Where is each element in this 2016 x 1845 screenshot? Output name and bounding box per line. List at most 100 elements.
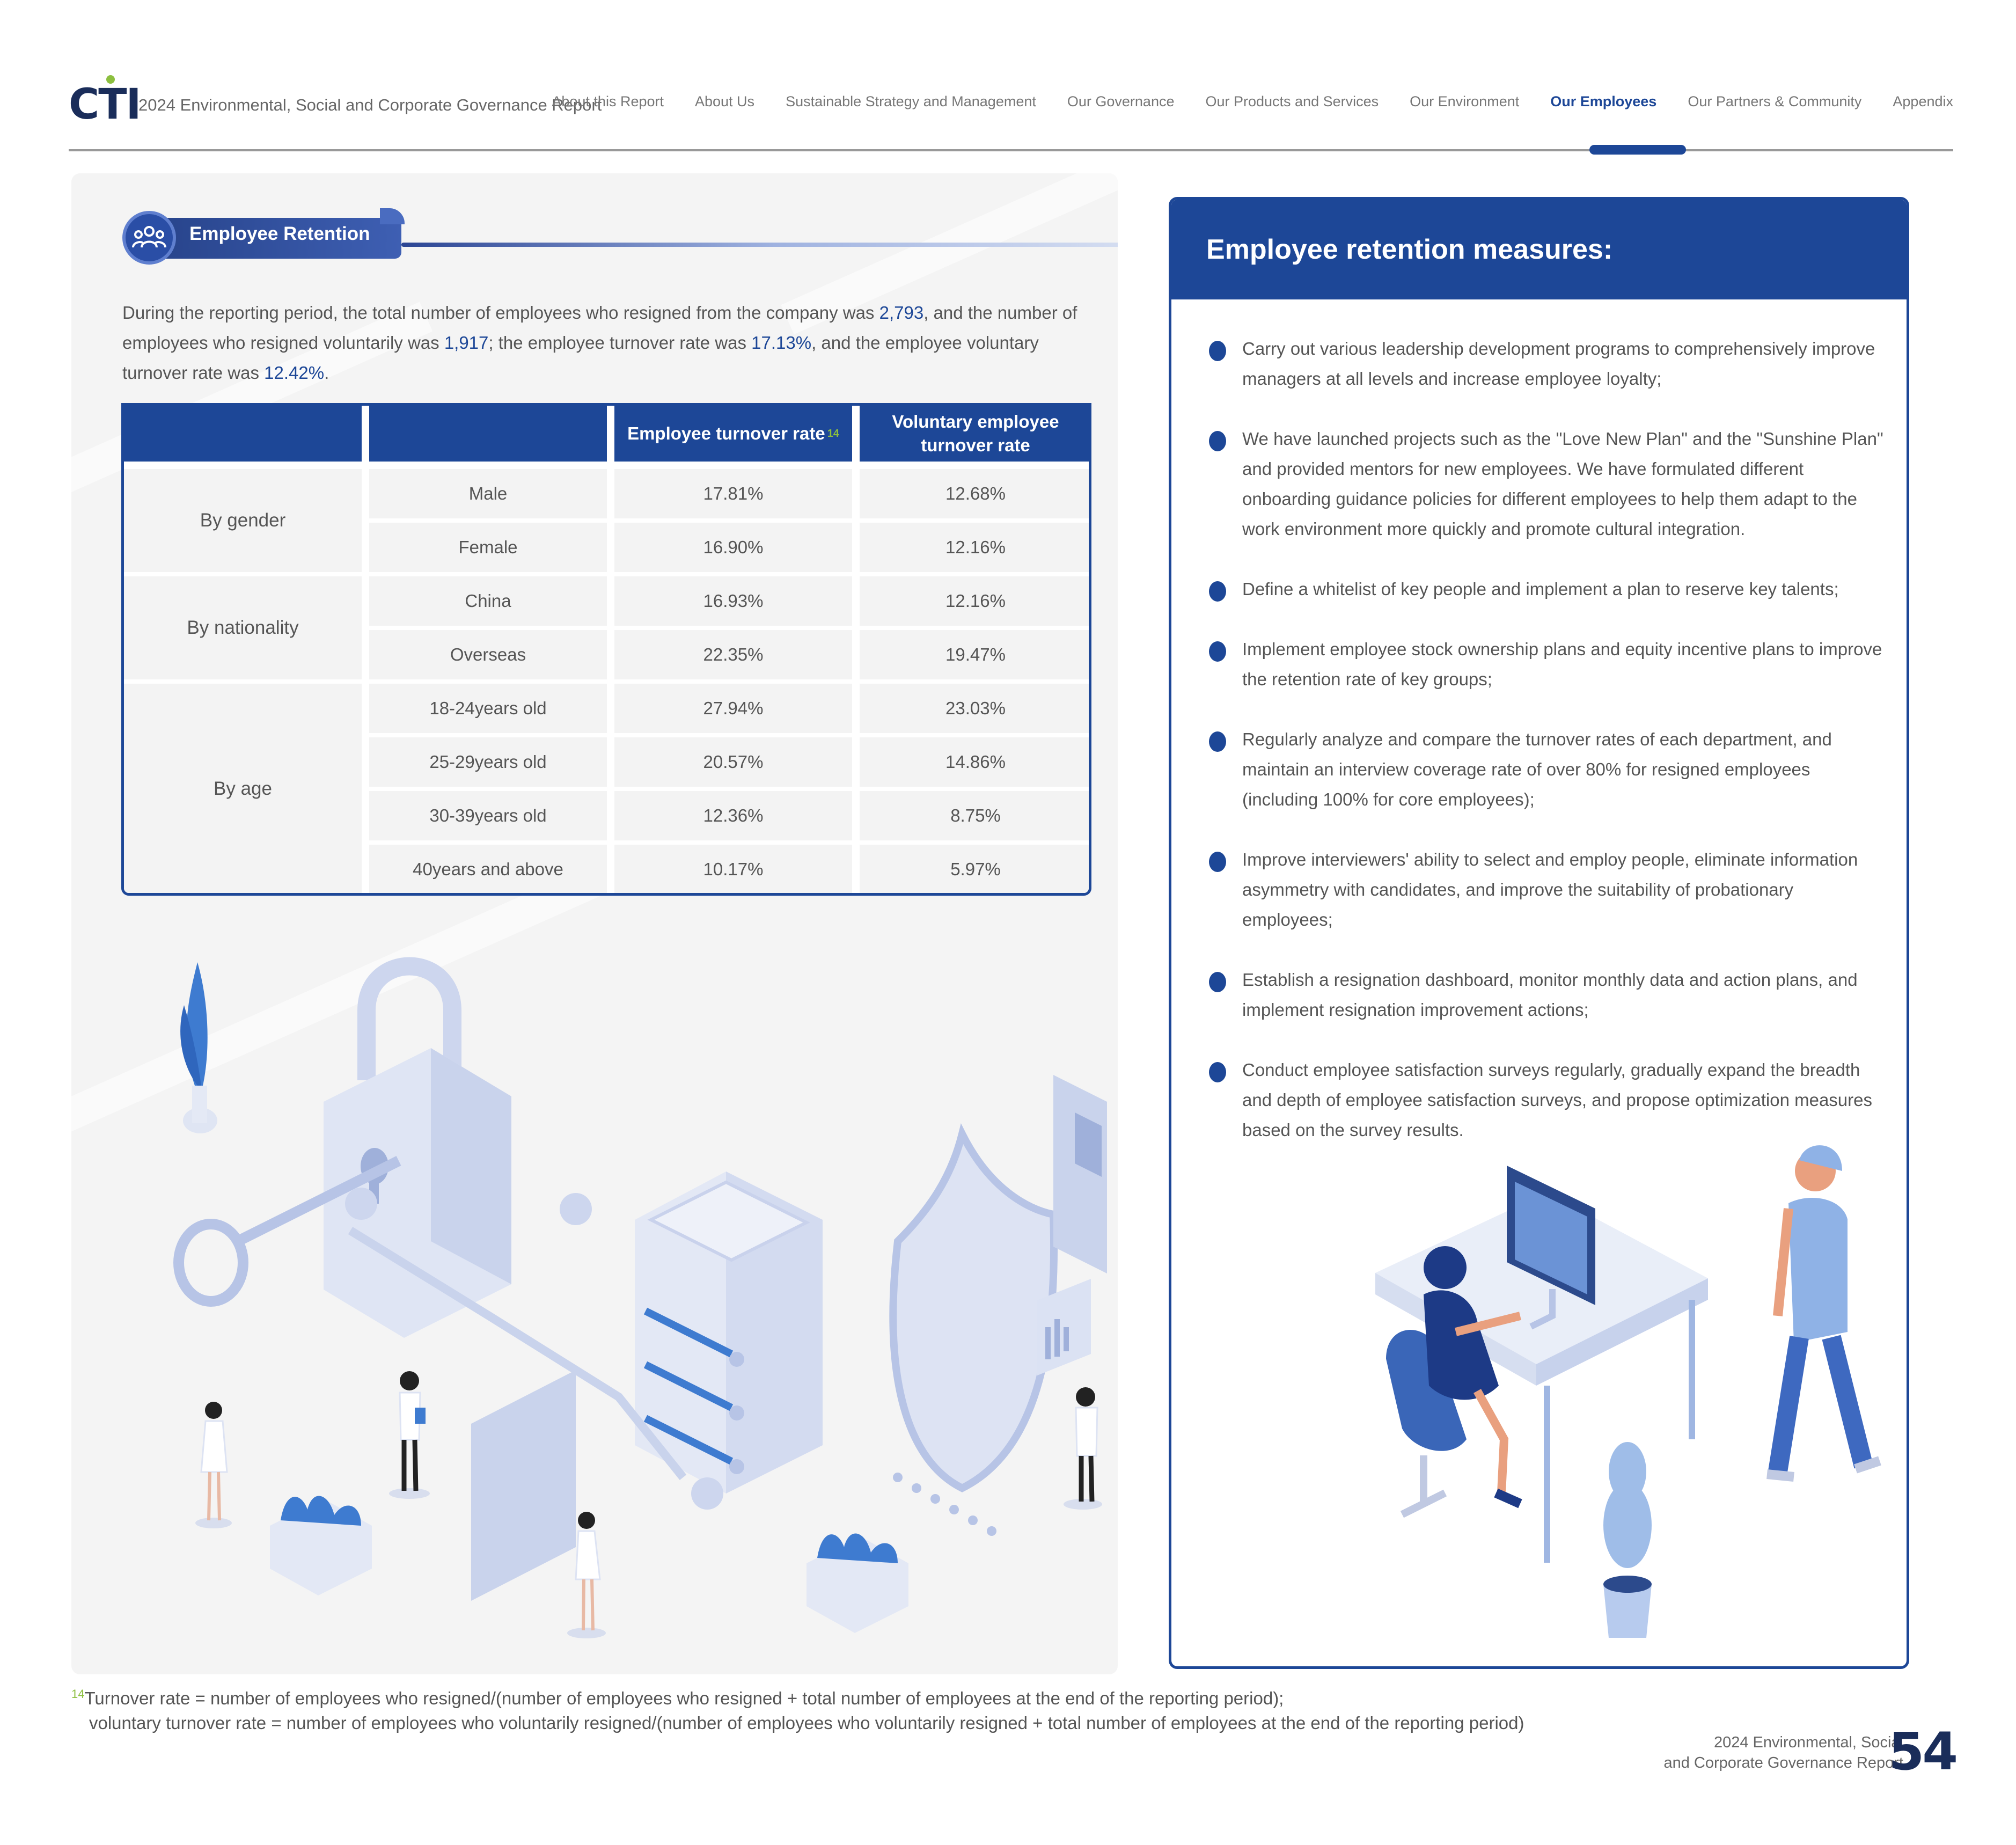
row-group-label: By age — [124, 684, 362, 893]
padlock-icon — [324, 957, 511, 1338]
document-title: 2024 Environmental, Social and Corporate… — [138, 96, 602, 114]
header-cell-group — [124, 406, 362, 462]
intro-text-part: , and the number of employees who resign… — [122, 303, 1077, 353]
cell-category: China — [369, 576, 607, 626]
footnote-line-2: voluntary turnover rate = number of empl… — [89, 1713, 1524, 1733]
cell-turnover: 10.17% — [614, 845, 852, 893]
retention-intro-text: During the reporting period, the total n… — [122, 298, 1104, 388]
footnote-marker: 14 — [71, 1687, 85, 1701]
header-voluntary-line1: Voluntary employee — [892, 412, 1059, 431]
cell-voluntary: 12.16% — [860, 576, 1089, 626]
section-label-tab — [150, 218, 401, 259]
cell-voluntary: 14.86% — [860, 737, 1089, 787]
cell-voluntary: 23.03% — [860, 684, 1089, 733]
nav-item-our-governance[interactable]: Our Governance — [1067, 93, 1175, 109]
footer-title-line-2: and Corporate Governance Report — [1663, 1754, 1903, 1771]
people-group-icon — [122, 211, 176, 265]
circuit-line-icon — [345, 1188, 723, 1510]
measure-text: Improve interviewers' ability to select … — [1242, 850, 1858, 929]
bullet-dot-icon — [1209, 852, 1226, 872]
cell-voluntary: 12.68% — [860, 469, 1089, 518]
footnote-line-1: Turnover rate = number of employees who … — [84, 1688, 1284, 1708]
bullet-dot-icon — [1209, 341, 1226, 361]
cell-category: 18-24years old — [369, 684, 607, 733]
cell-voluntary: 5.97% — [860, 845, 1089, 893]
measure-text: Regularly analyze and compare the turnov… — [1242, 729, 1832, 809]
header-divider — [69, 149, 1953, 151]
nav-item-our-employees[interactable]: Our Employees — [1550, 93, 1657, 109]
plant-icon — [180, 962, 217, 1133]
chair-icon — [1386, 1330, 1467, 1518]
active-tab-indicator — [1589, 145, 1686, 155]
document-card-icon — [471, 1370, 576, 1601]
person-figure-icon — [195, 1371, 1102, 1638]
potted-plant-icon — [1603, 1442, 1652, 1638]
measure-text: Carry out various leadership development… — [1242, 339, 1875, 389]
cell-turnover: 16.93% — [614, 576, 852, 626]
cell-voluntary: 8.75% — [860, 791, 1089, 840]
measure-text: Implement employee stock ownership plans… — [1242, 639, 1882, 689]
section-label-text: Employee Retention — [189, 223, 370, 244]
cell-turnover: 17.81% — [614, 469, 852, 518]
people-group-svg — [132, 226, 166, 248]
table-footnote: 14Turnover rate = number of employees wh… — [71, 1682, 1524, 1736]
nav-item-about-us[interactable]: About Us — [695, 93, 755, 109]
measure-text: Establish a resignation dashboard, monit… — [1242, 970, 1858, 1020]
cell-category: 30-39years old — [369, 791, 607, 840]
nav-item-about-this-report[interactable]: About this Report — [552, 93, 664, 109]
footer-title-line-1: 2024 Environmental, Social — [1713, 1734, 1903, 1751]
logo-dot-icon — [106, 75, 115, 84]
row-group-label: By nationality — [124, 576, 362, 679]
dotted-track-icon — [893, 1473, 996, 1536]
footer-report-title: 2024 Environmental, Social and Corporate… — [1663, 1732, 1903, 1773]
measure-text: We have launched projects such as the "L… — [1242, 429, 1883, 539]
intro-text-part: ; the employee turnover rate was — [488, 333, 752, 353]
measure-text: Conduct employee satisfaction surveys re… — [1242, 1060, 1872, 1140]
bullet-dot-icon — [1209, 431, 1226, 451]
measure-item: Conduct employee satisfaction surveys re… — [1209, 1055, 1885, 1145]
cell-turnover: 27.94% — [614, 684, 852, 733]
measure-item: Improve interviewers' ability to select … — [1209, 845, 1885, 935]
nav-item-our-environment[interactable]: Our Environment — [1410, 93, 1520, 109]
bullet-dot-icon — [1209, 1062, 1226, 1082]
cell-turnover: 16.90% — [614, 523, 852, 572]
cell-category: 25-29years old — [369, 737, 607, 787]
nav-item-appendix[interactable]: Appendix — [1893, 93, 1953, 109]
bullet-dot-icon — [1209, 972, 1226, 992]
section-label: Employee Retention — [122, 208, 1118, 268]
cell-category: Female — [369, 523, 607, 572]
cell-category: 40years and above — [369, 845, 607, 893]
row-group-label: By gender — [124, 469, 362, 572]
bullet-dot-icon — [1209, 731, 1226, 752]
page-header: CTI 2024 Environmental, Social and Corpo… — [69, 70, 1953, 150]
cell-turnover: 20.57% — [614, 737, 852, 787]
nav-item-our-partners-community[interactable]: Our Partners & Community — [1688, 93, 1862, 109]
cell-voluntary: 19.47% — [860, 630, 1089, 679]
nav-item-sustainable-strategy-and-management[interactable]: Sustainable Strategy and Management — [786, 93, 1036, 109]
bullet-dot-icon — [1209, 641, 1226, 662]
measure-item: We have launched projects such as the "L… — [1209, 424, 1885, 544]
security-illustration — [173, 957, 1107, 1638]
voluntary-turnover-rate-value: 12.42% — [264, 363, 325, 383]
measure-item: Implement employee stock ownership plans… — [1209, 634, 1885, 694]
header-turnover-label: Employee turnover rate — [627, 423, 825, 443]
shield-icon — [889, 1123, 1058, 1492]
measures-list: Carry out various leadership development… — [1209, 334, 1885, 1175]
nav-item-our-products-and-services[interactable]: Our Products and Services — [1205, 93, 1379, 109]
footnote-marker: 14 — [827, 428, 839, 440]
employee-retention-panel: Employee Retention During the reporting … — [71, 173, 1118, 1674]
window-panel-icon — [1053, 1075, 1107, 1273]
voluntary-resigned-value: 1,917 — [444, 333, 489, 353]
section-label-line — [401, 243, 1118, 247]
measure-text: Define a whitelist of key people and imp… — [1242, 579, 1839, 599]
intro-text-part: During the reporting period, the total n… — [122, 303, 879, 323]
monitor-icon — [1507, 1166, 1595, 1330]
cell-turnover: 12.36% — [614, 791, 852, 840]
key-icon — [173, 1156, 401, 1307]
cell-category: Overseas — [369, 630, 607, 679]
cell-turnover: 22.35% — [614, 630, 852, 679]
